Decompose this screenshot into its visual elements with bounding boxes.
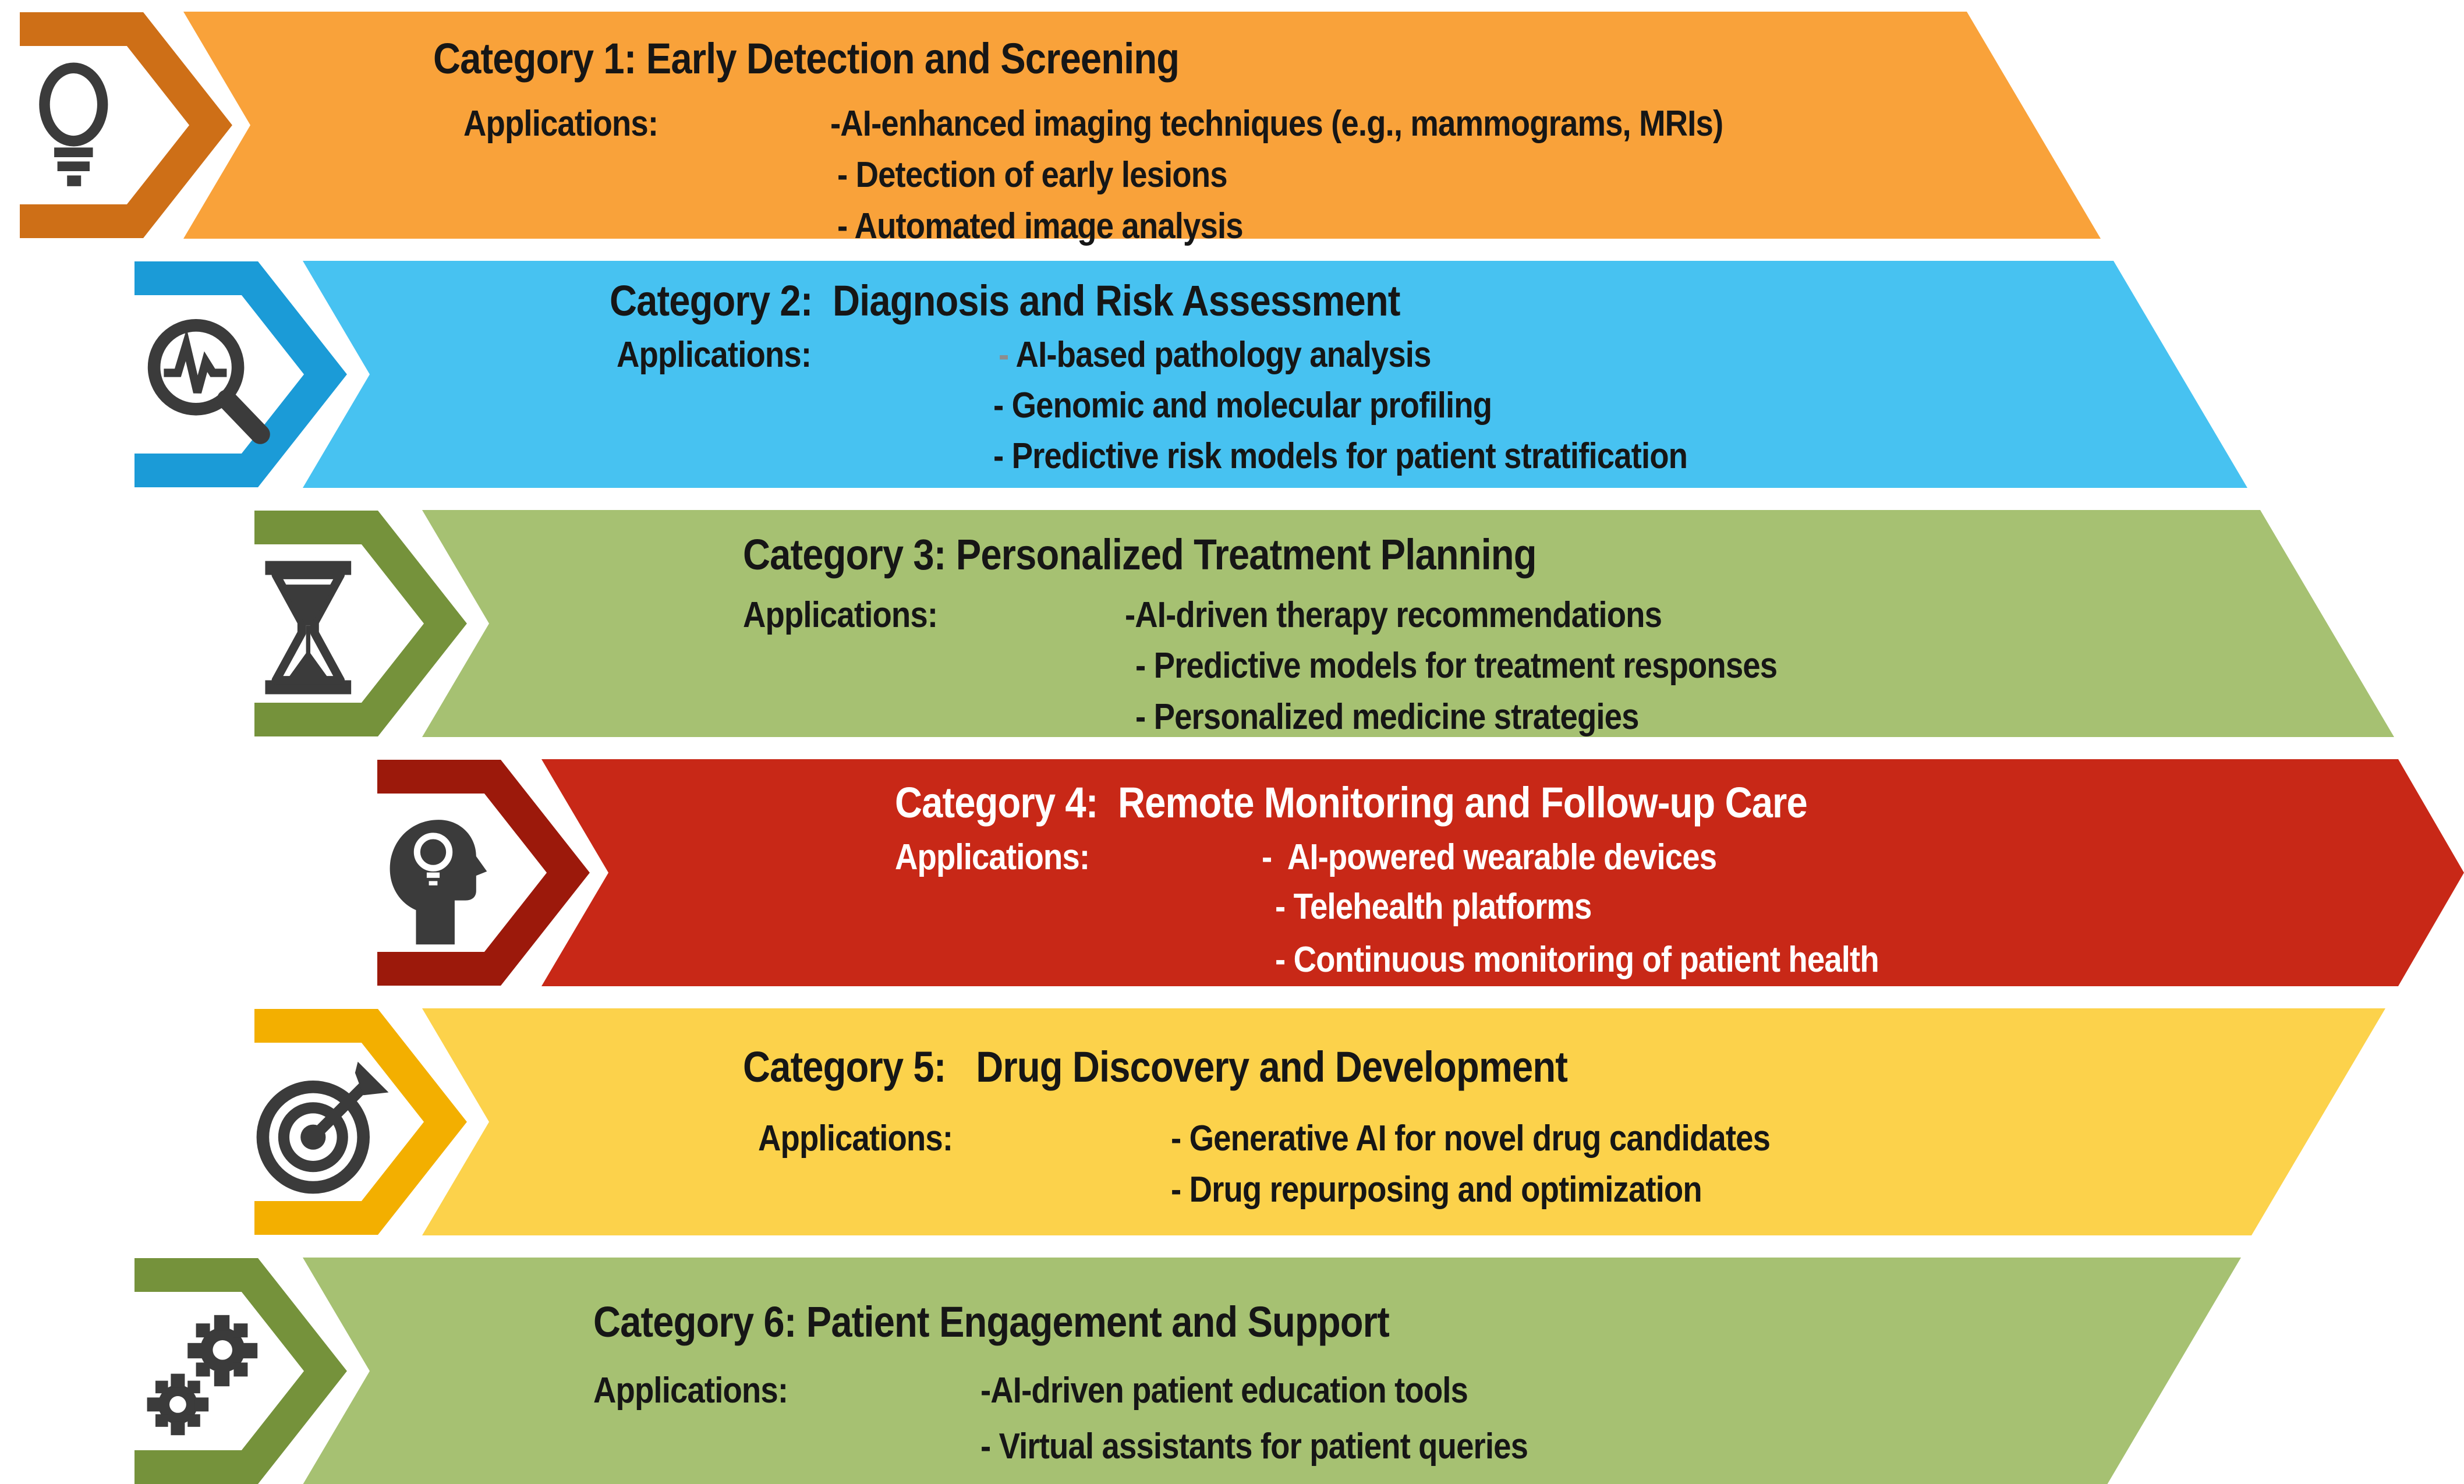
lightbulb-icon: [20, 59, 165, 199]
application-bullet: - Predictive risk models for patient str…: [993, 436, 1688, 476]
category-row-2: Category 2: Diagnosis and Risk Assessmen…: [0, 261, 2464, 488]
category-banner: [541, 759, 2464, 986]
application-bullet: - AI-based pathology analysis: [999, 335, 1431, 375]
applications-label: Applications:: [593, 1370, 788, 1411]
category-banner: [303, 1258, 2241, 1484]
chevron-badge: [20, 12, 232, 238]
chevron-badge: [134, 1258, 347, 1484]
target-dart-icon: [254, 1056, 400, 1196]
applications-label: Applications:: [743, 595, 938, 635]
chevron-badge: [377, 760, 590, 986]
category-banner: [422, 1008, 2385, 1235]
application-bullet: - Virtual assistants for patient queries: [980, 1426, 1528, 1467]
category-row-6: Category 6: Patient Engagement and Suppo…: [0, 1258, 2464, 1484]
gears-icon: [134, 1305, 280, 1445]
magnifier-pulse-icon: [134, 309, 280, 448]
application-bullet: - Telehealth platforms: [1275, 887, 1592, 927]
applications-label: Applications:: [895, 837, 1090, 877]
category-title: Category 6: Patient Engagement and Suppo…: [593, 1298, 1390, 1346]
category-title: Category 4: Remote Monitoring and Follow…: [895, 778, 1808, 827]
application-bullet: - Predictive models for treatment respon…: [1135, 646, 1778, 686]
category-title: Category 5: Drug Discovery and Developme…: [743, 1043, 1568, 1091]
application-bullet: - Personalized medicine strategies: [1135, 697, 1639, 737]
hourglass-icon: [254, 558, 400, 697]
application-bullet: -AI-enhanced imaging techniques (e.g., m…: [830, 104, 1723, 144]
head-lightbulb-icon: [377, 807, 523, 947]
application-bullet: - Detection of early lesions: [837, 155, 1228, 195]
application-bullet: - AI-powered wearable devices: [1262, 837, 1717, 877]
chevron-badge: [254, 511, 467, 736]
application-bullet: - Genomic and molecular profiling: [993, 385, 1492, 426]
chevron-badge: [254, 1009, 467, 1235]
category-row-3: Category 3: Personalized Treatment Plann…: [0, 510, 2464, 737]
category-row-4: Category 4: Remote Monitoring and Follow…: [0, 759, 2464, 986]
category-row-1: Category 1: Early Detection and Screenin…: [0, 12, 2464, 245]
application-bullet: -AI-driven patient education tools: [980, 1370, 1468, 1411]
category-title: Category 3: Personalized Treatment Plann…: [743, 530, 1537, 579]
category-title: Category 2: Diagnosis and Risk Assessmen…: [610, 277, 1400, 325]
application-bullet: - Drug repurposing and optimization: [1171, 1170, 1702, 1210]
application-bullet: - Continuous monitoring of patient healt…: [1275, 940, 1879, 980]
applications-label: Applications:: [617, 335, 812, 375]
category-title: Category 1: Early Detection and Screenin…: [433, 34, 1180, 83]
category-row-5: Category 5: Drug Discovery and Developme…: [0, 1008, 2464, 1235]
application-bullet: -AI-driven therapy recommendations: [1125, 595, 1662, 635]
applications-label: Applications:: [758, 1118, 953, 1159]
category-banner: [303, 261, 2247, 488]
chevron-badge: [134, 261, 347, 487]
category-banner: [183, 12, 2101, 239]
application-bullet: - Automated image analysis: [837, 206, 1244, 246]
applications-label: Applications:: [463, 104, 659, 144]
category-banner: [422, 510, 2394, 737]
application-bullet: - Generative AI for novel drug candidate…: [1171, 1118, 1771, 1159]
